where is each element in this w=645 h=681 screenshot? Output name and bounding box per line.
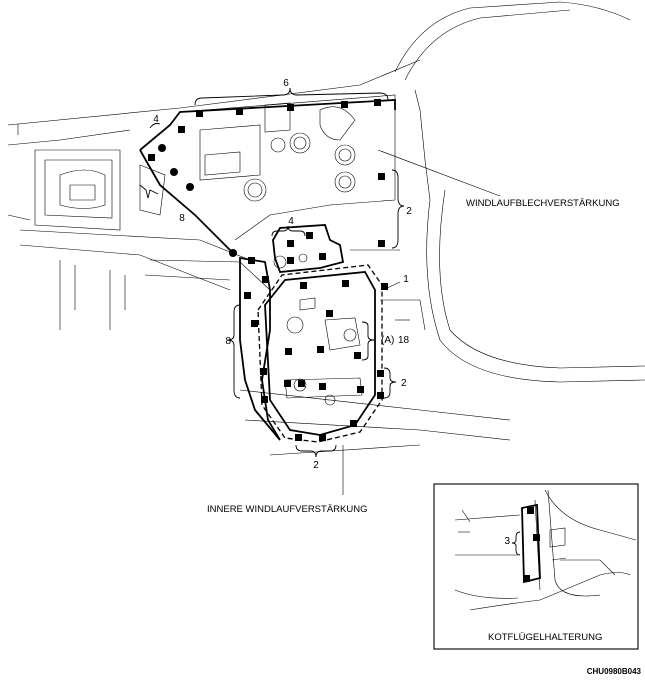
count-right-18: 18 bbox=[398, 335, 410, 346]
inset-detail-fender-bracket: 3 KOTFLÜGELHALTERUNG bbox=[433, 483, 639, 650]
spot-weld-markers bbox=[148, 99, 388, 441]
inner-reinforcement-dashed-outline bbox=[257, 264, 383, 443]
count-bottom-2: 2 bbox=[313, 460, 319, 471]
count-right-2-upper: 2 bbox=[406, 206, 412, 217]
count-left-diag-8: 8 bbox=[179, 213, 185, 224]
label-part-a: (A) bbox=[381, 335, 394, 346]
count-upper-left-4: 4 bbox=[153, 114, 159, 125]
count-right-1: 1 bbox=[403, 274, 409, 285]
count-left-8-lower: 8 bbox=[225, 336, 231, 347]
count-right-2-lower: 2 bbox=[401, 378, 407, 389]
plug-weld-markers bbox=[158, 144, 237, 257]
count-center-4: 4 bbox=[288, 216, 294, 227]
count-inset-3: 3 bbox=[504, 536, 510, 547]
figure-code: CHU0980B043 bbox=[587, 667, 642, 676]
label-inner-fender-apron-reinforcement: INNERE WINDLAUFVERSTÄRKUNG bbox=[207, 504, 367, 515]
count-top-6: 6 bbox=[283, 78, 289, 89]
label-fender-bracket: KOTFLÜGELHALTERUNG bbox=[488, 632, 602, 643]
label-fender-apron-reinforcement: WINDLAUFBLECHVERSTÄRKUNG bbox=[466, 198, 620, 209]
count-brackets bbox=[139, 87, 405, 458]
